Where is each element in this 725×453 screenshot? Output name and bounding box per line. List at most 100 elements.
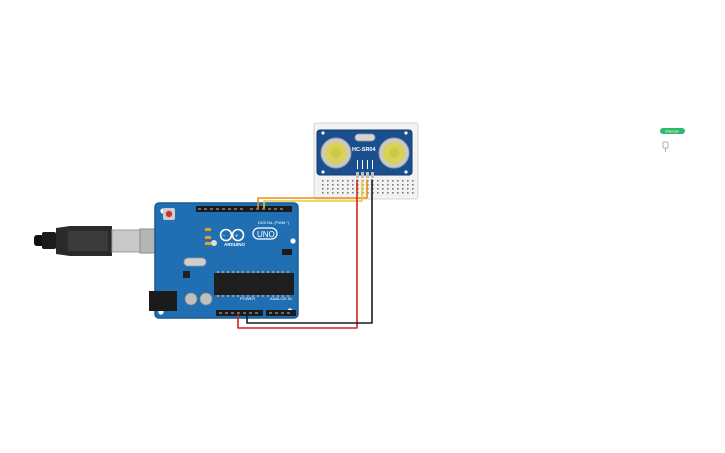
breadboard-hole[interactable]	[337, 192, 339, 194]
breadboard-hole[interactable]	[342, 180, 344, 182]
breadboard-hole[interactable]	[352, 180, 354, 182]
breadboard-hole[interactable]	[347, 188, 349, 190]
sensor-model-label: HC-SR04	[352, 147, 376, 153]
breadboard-hole[interactable]	[402, 192, 404, 194]
breadboard-hole[interactable]	[347, 192, 349, 194]
breadboard-hole[interactable]	[412, 188, 414, 190]
capacitor	[184, 292, 198, 306]
breadboard-hole[interactable]	[412, 184, 414, 186]
breadboard-hole[interactable]	[327, 184, 329, 186]
chip-pins	[217, 271, 289, 297]
hc-sr04-sensor[interactable]: HC-SR04	[316, 129, 413, 178]
breadboard-hole[interactable]	[322, 184, 324, 186]
breadboard-hole[interactable]	[347, 180, 349, 182]
breadboard-hole[interactable]	[352, 184, 354, 186]
sensor-pin-labels	[357, 160, 373, 169]
breadboard-hole[interactable]	[402, 184, 404, 186]
breadboard-hole[interactable]	[402, 188, 404, 190]
capacitor	[199, 292, 213, 306]
digital-header-pins	[198, 208, 283, 210]
breadboard-hole[interactable]	[392, 184, 394, 186]
digital-header	[196, 206, 292, 212]
reset-button-cap[interactable]	[165, 210, 173, 218]
breadboard-hole[interactable]	[342, 184, 344, 186]
breadboard-hole[interactable]	[332, 180, 334, 182]
breadboard-hole[interactable]	[342, 188, 344, 190]
breadboard-hole[interactable]	[387, 184, 389, 186]
breadboard-hole[interactable]	[392, 188, 394, 190]
breadboard-hole[interactable]	[412, 192, 414, 194]
widget-probe-icon	[662, 141, 669, 152]
breadboard-hole[interactable]	[332, 188, 334, 190]
breadboard-hole[interactable]	[327, 188, 329, 190]
breadboard-hole[interactable]	[382, 192, 384, 194]
breadboard-hole[interactable]	[337, 184, 339, 186]
icsp-header	[282, 249, 292, 255]
voltage-regulator	[183, 271, 190, 278]
wire-echo[interactable]	[263, 179, 363, 209]
breadboard-hole[interactable]	[322, 188, 324, 190]
wire-trig[interactable]	[257, 179, 368, 209]
breadboard-hole[interactable]	[342, 192, 344, 194]
wire-vcc[interactable]	[237, 179, 358, 329]
breadboard-hole[interactable]	[402, 180, 404, 182]
breadboard-hole[interactable]	[352, 192, 354, 194]
breadboard-hole[interactable]	[397, 184, 399, 186]
breadboard-hole[interactable]	[337, 188, 339, 190]
breadboard-hole[interactable]	[407, 184, 409, 186]
breadboard-hole[interactable]	[392, 180, 394, 182]
breadboard-hole[interactable]	[332, 192, 334, 194]
breadboard-hole[interactable]	[377, 180, 379, 182]
usb-cable[interactable]	[34, 226, 161, 256]
uno-badge	[252, 227, 278, 240]
breadboard-hole[interactable]	[387, 192, 389, 194]
breadboard-hole[interactable]	[327, 192, 329, 194]
svg-text:+: +	[235, 234, 238, 240]
breadboard-hole[interactable]	[407, 188, 409, 190]
breadboard-hole[interactable]	[337, 180, 339, 182]
dc-power-jack	[149, 291, 177, 311]
usb-plug-grip	[68, 231, 108, 251]
led-on	[211, 240, 217, 246]
breadboard-hole[interactable]	[347, 184, 349, 186]
breadboard-hole[interactable]	[387, 188, 389, 190]
atmega-chip	[214, 273, 294, 295]
wire-gnd[interactable]	[246, 179, 373, 324]
wires[interactable]	[237, 179, 373, 329]
usb-cable-strain-relief	[42, 232, 56, 249]
breadboard-hole[interactable]	[397, 192, 399, 194]
widget-label: tinkercad	[666, 130, 679, 134]
analog-label: ANALOG IN	[270, 296, 292, 301]
arduino-uno-board[interactable]: DIGITAL (PWM~) − + ARDUINO UNO	[149, 202, 299, 319]
breadboard-hole[interactable]	[392, 192, 394, 194]
arduino-logo: − +	[219, 228, 245, 242]
breadboard-hole[interactable]	[332, 184, 334, 186]
breadboard-hole[interactable]	[382, 180, 384, 182]
breadboard-hole[interactable]	[412, 180, 414, 182]
breadboard-hole[interactable]	[322, 192, 324, 194]
bottom-header-pins	[219, 312, 290, 314]
breadboard-hole[interactable]	[382, 184, 384, 186]
side-widget[interactable]: tinkercad	[660, 128, 685, 152]
led-tx	[205, 236, 211, 239]
breadboard-hole[interactable]	[377, 192, 379, 194]
breadboard-hole[interactable]	[407, 192, 409, 194]
breadboard-hole[interactable]	[387, 180, 389, 182]
breadboard-hole[interactable]	[322, 180, 324, 182]
breadboard-hole[interactable]	[352, 188, 354, 190]
breadboard-hole[interactable]	[377, 184, 379, 186]
breadboard-hole[interactable]	[377, 188, 379, 190]
usb-plug-metal	[111, 229, 141, 253]
breadboard-hole[interactable]	[382, 188, 384, 190]
svg-text:−: −	[223, 233, 226, 239]
mount-hole	[290, 238, 296, 244]
breadboard-hole[interactable]	[397, 180, 399, 182]
uno-label: UNO	[257, 230, 275, 239]
breadboard-hole[interactable]	[397, 188, 399, 190]
breadboard-hole[interactable]	[407, 180, 409, 182]
widget-pill[interactable]	[660, 128, 685, 134]
sensor-pins	[356, 172, 374, 178]
breadboard-hole[interactable]	[327, 180, 329, 182]
led-rx	[205, 242, 211, 245]
